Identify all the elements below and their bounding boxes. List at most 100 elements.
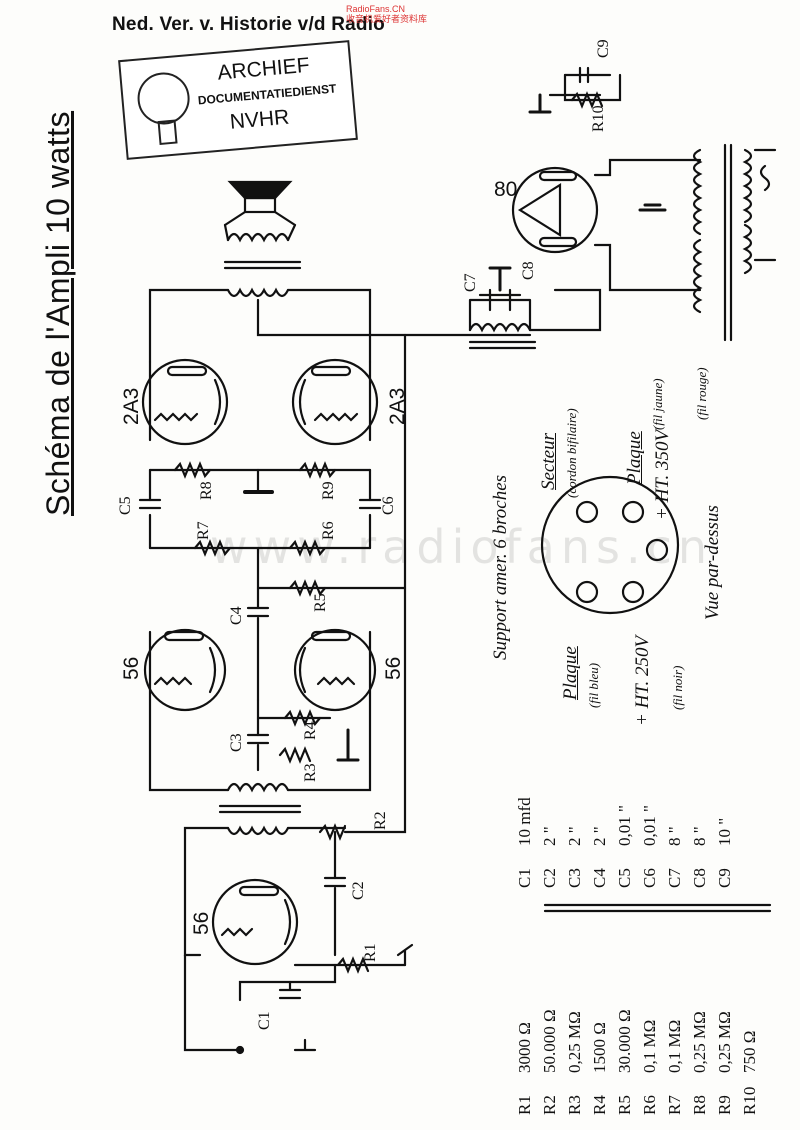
c3-capacitor — [246, 733, 270, 745]
r5-resistor — [288, 579, 327, 597]
tube-socket — [540, 475, 680, 615]
capacitor-row: C5 0,01 " — [612, 797, 637, 888]
resistor-row-value: 0,1 MΩ — [665, 1019, 684, 1073]
capacitor-row: C32 " — [562, 797, 587, 888]
wire — [593, 243, 702, 292]
input-ground-terminal[interactable] — [293, 1038, 317, 1052]
capacitor-row-value: 8 " — [690, 826, 709, 846]
resistor-row-ref: R2 — [540, 1095, 559, 1115]
secteur-label: Secteur — [538, 433, 559, 490]
r6-resistor — [288, 539, 327, 557]
resistor-row-value: 0,25 MΩ — [715, 1011, 734, 1073]
resistor-row-ref: R7 — [665, 1095, 684, 1115]
tube-56-left-label: 56 — [120, 656, 143, 680]
resistor-row: R8 0,25 MΩ — [687, 1009, 712, 1115]
plaque-jaune-label: Plaque — [624, 431, 645, 485]
wire — [563, 73, 622, 102]
ht250-label: + HT. 250V — [632, 635, 653, 726]
capacitor-row-ref: C1 — [515, 868, 534, 888]
r2-label: R2 — [372, 811, 389, 830]
resistor-row-ref: R9 — [715, 1095, 734, 1115]
tube-80-label: 80 — [494, 178, 518, 201]
output-transformer — [223, 223, 302, 298]
tube-56-left — [143, 628, 227, 712]
wire — [286, 288, 372, 364]
wire — [238, 963, 337, 1002]
r10-resistor — [570, 91, 604, 109]
capacitor-row-ref: C7 — [665, 868, 684, 888]
tube-56-right-label: 56 — [382, 656, 405, 680]
resistor-row-ref: R8 — [690, 1095, 709, 1115]
capacitor-row-ref: C6 — [640, 868, 659, 888]
capacitor-row-ref: C2 — [540, 868, 559, 888]
r10-label: R10 — [590, 105, 607, 132]
ground-icon — [488, 266, 512, 292]
capacitor-row-value: 2 " — [565, 826, 584, 846]
capacitor-row-value: 0,01 " — [615, 805, 634, 846]
r8-label: R8 — [198, 481, 215, 500]
r7-label: R7 — [195, 521, 212, 540]
resistor-row-ref: R3 — [565, 1095, 584, 1115]
capacitor-row: C2 2 " — [537, 797, 562, 888]
filter-choke — [468, 322, 537, 350]
capacitor-row-ref: C8 — [690, 868, 709, 888]
resistor-row-value: 0,25 MΩ — [690, 1011, 709, 1073]
capacitor-row-value: 2 " — [540, 826, 559, 846]
resistor-row-ref: R6 — [640, 1095, 659, 1115]
capacitor-row-value: 10 " — [715, 817, 734, 846]
capacitor-row: C110 mfd — [512, 797, 537, 888]
socket-caption: Support amer. 6 broches — [490, 474, 511, 660]
ac-symbol-icon — [759, 164, 771, 192]
socket-view-label: Vue par-dessus — [702, 505, 723, 620]
capacitor-row-value: 0,01 " — [640, 805, 659, 846]
capacitor-row-ref: C5 — [615, 868, 634, 888]
c9-capacitor — [548, 66, 612, 97]
r8-resistor — [173, 461, 212, 479]
resistor-row-ref: R4 — [590, 1095, 609, 1115]
capacitor-row: C9 10 " — [712, 797, 737, 888]
plaque-jaune-note: (fil jaune) — [650, 378, 665, 430]
c4-label: C4 — [228, 606, 245, 625]
r3-label: R3 — [302, 763, 319, 782]
r2-resistor — [286, 823, 347, 841]
r9-resistor — [298, 461, 337, 479]
ground-icon — [528, 93, 552, 114]
capacitor-row-ref: C4 — [590, 868, 609, 888]
resistor-row-value: 50.000 Ω — [540, 1009, 559, 1073]
r3-resistor — [278, 746, 312, 764]
tube-80-rectifier — [511, 166, 599, 254]
r1-label: R1 — [362, 943, 379, 962]
resistor-row-ref: R1 — [515, 1095, 534, 1115]
ground-icon — [336, 728, 360, 762]
resistor-row: R7 0,1 MΩ — [662, 1009, 687, 1115]
c1-label: C1 — [256, 1011, 273, 1030]
wire — [148, 288, 230, 364]
tube-2a3-left-label: 2A3 — [120, 387, 143, 425]
c1-capacitor — [278, 980, 302, 1000]
wire — [468, 298, 532, 332]
interstage-transformer — [218, 782, 302, 836]
resistor-row: R10750 Ω — [737, 1009, 762, 1115]
wire — [183, 826, 230, 957]
wire — [148, 360, 372, 442]
resistor-row: R3 0,25 MΩ — [562, 1009, 587, 1115]
input-terminal[interactable] — [235, 1045, 245, 1055]
tube-2a3-right-label: 2A3 — [386, 387, 409, 425]
resistor-row: R60,1 MΩ — [637, 1009, 662, 1115]
resistor-row-value: 1500 Ω — [590, 1022, 609, 1073]
resistor-row: R2 50.000 Ω — [537, 1009, 562, 1115]
resistor-row-value: 3000 Ω — [515, 1022, 534, 1073]
resistor-row-value: 0,25 MΩ — [565, 1011, 584, 1073]
tube-56-input — [211, 878, 299, 966]
capacitor-row-ref: C9 — [715, 868, 734, 888]
ground-icon — [638, 203, 667, 212]
c6-label: C6 — [380, 496, 397, 515]
tube-56-right — [293, 628, 377, 712]
power-transformer — [692, 143, 753, 342]
capacitor-row: C6 0,01 " — [637, 797, 662, 888]
mains-leads — [753, 148, 777, 262]
c8-label: C8 — [520, 261, 537, 280]
